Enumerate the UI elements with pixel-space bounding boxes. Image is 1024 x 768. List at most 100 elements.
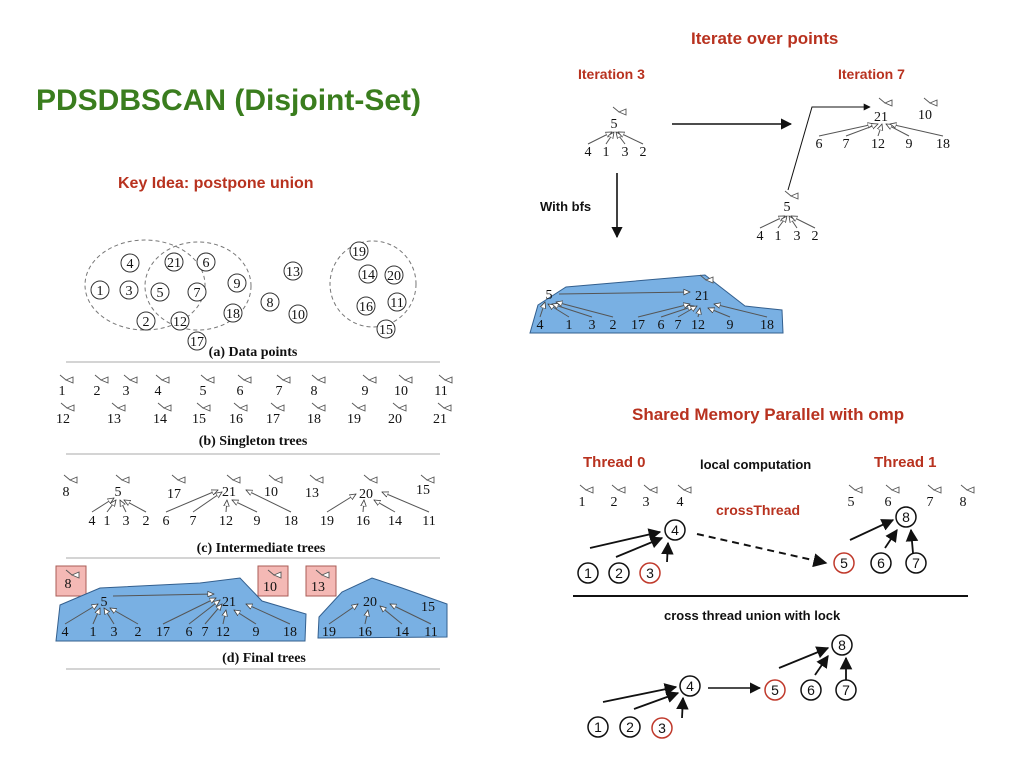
data-point-6: 6 [203, 256, 210, 271]
it3-child-1: 1 [603, 145, 610, 160]
cross-thread-label: crossThread [716, 502, 801, 518]
it3-root: 5 [611, 117, 618, 132]
merged-edge-4 [759, 215, 785, 229]
it7-child-7: 7 [843, 137, 850, 152]
inter-edge-5-0 [91, 498, 114, 513]
it7-extra-hook [923, 97, 938, 107]
singleton-9: 9 [362, 384, 369, 399]
union-edge-2-4 [633, 690, 680, 710]
bfs-tree-shape [529, 274, 784, 334]
singleton-hook-2 [94, 374, 109, 384]
singleton-box-10 [257, 565, 289, 597]
bfs-leaf-18: 18 [760, 318, 774, 333]
singleton-hook-4 [155, 374, 170, 384]
inter-edge-21-1 [192, 492, 222, 513]
singleton-6: 6 [237, 384, 244, 399]
inter-edge-20-3 [382, 492, 430, 513]
singleton-hook-16 [233, 402, 248, 412]
union-node-8-circle [831, 634, 853, 656]
bfs-edge-5-3 [556, 302, 614, 318]
bfs-leaf-12: 12 [691, 318, 705, 333]
union-node-5-circle [764, 679, 786, 701]
inter-child-14: 14 [388, 514, 402, 529]
final-singleton-10: 10 [263, 580, 277, 595]
data-point-12: 12 [173, 315, 187, 330]
data-point-10: 10 [291, 308, 305, 323]
data-point-5: 5 [157, 286, 164, 301]
singleton-19: 19 [347, 412, 361, 427]
data-point-11-circle [387, 292, 407, 312]
bfs-leaf-3: 3 [589, 318, 596, 333]
caption-c: (c) Intermediate trees [197, 541, 326, 556]
it3-edge-3 [616, 132, 626, 145]
final-edge-link0 [112, 594, 214, 596]
it7-child-9: 9 [906, 137, 913, 152]
union-edge-1-4 [602, 683, 678, 703]
t0-node-1-circle [577, 562, 599, 584]
data-point-19: 19 [352, 245, 366, 260]
t1-node-8-circle [895, 506, 917, 528]
union-node-3: 3 [658, 720, 666, 736]
bfs-leaf-17: 17 [631, 318, 645, 333]
data-point-16-circle [356, 296, 376, 316]
inter-root-17: 17 [167, 487, 181, 502]
singleton-box-13 [305, 565, 337, 597]
bfs-leaf-1: 1 [566, 318, 573, 333]
inter-hook-5 [115, 474, 130, 484]
singleton-hook-5 [200, 374, 215, 384]
final-tree-shape-1 [55, 577, 307, 642]
bfs-edge-21-1 [637, 304, 690, 318]
singleton-12: 12 [56, 412, 70, 427]
union-node-8: 8 [838, 637, 846, 653]
t0-node-4-circle [664, 519, 686, 541]
final-leaf-11: 11 [424, 625, 437, 640]
t1-node-6-circle [870, 552, 892, 574]
final-singleton-13: 13 [311, 580, 325, 595]
final-leaf-12: 12 [216, 625, 230, 640]
data-point-3: 3 [126, 284, 133, 299]
data-point-9: 9 [234, 277, 241, 292]
iteration-7-label: Iteration 7 [838, 66, 905, 82]
singleton-hook-11 [438, 374, 453, 384]
t0-edge-1-4 [589, 528, 662, 549]
final-leaf-6: 6 [186, 625, 193, 640]
t1-node-7: 7 [912, 555, 920, 571]
data-point-15: 15 [379, 323, 393, 338]
final-root-5: 5 [101, 595, 108, 610]
inter-edge-20-2 [374, 500, 396, 513]
it7-child-12: 12 [871, 137, 885, 152]
data-point-21-circle [164, 252, 184, 272]
final-root-15: 15 [421, 600, 435, 615]
singleton-11: 11 [434, 384, 447, 399]
final-edge-a8 [234, 610, 257, 625]
t0-node-3-circle [639, 562, 661, 584]
inter-root-8: 8 [63, 485, 70, 500]
merged-root: 5 [784, 200, 791, 215]
t0-singleton-1: 1 [579, 495, 586, 510]
final-leaf-4: 4 [62, 625, 69, 640]
data-point-8: 8 [267, 296, 274, 311]
inter-root-15: 15 [416, 483, 430, 498]
inter-edge-5-3 [124, 500, 147, 513]
bfs-root-hook [699, 274, 714, 284]
bfs-leaf-9: 9 [727, 318, 734, 333]
singleton-2: 2 [94, 384, 101, 399]
merged-edge-3 [789, 216, 798, 229]
final-edge-b3 [390, 604, 432, 625]
bfs-leaf-4: 4 [537, 318, 544, 333]
final-leaf-7: 7 [202, 625, 209, 640]
data-point-19-circle [349, 241, 369, 261]
final-edge-b0 [328, 604, 358, 625]
t1-edge-7-8 [905, 528, 919, 554]
merged-edge-1 [777, 216, 787, 229]
t0-hook-1 [579, 484, 594, 494]
data-point-14-circle [358, 264, 378, 284]
bfs-edge-5-0 [539, 302, 545, 318]
singleton-hook-8 [311, 374, 326, 384]
final-edge-b1 [365, 610, 368, 625]
singleton-hook-17 [270, 402, 285, 412]
it7-edge-12 [878, 124, 882, 137]
inter-child-9: 9 [254, 514, 261, 529]
